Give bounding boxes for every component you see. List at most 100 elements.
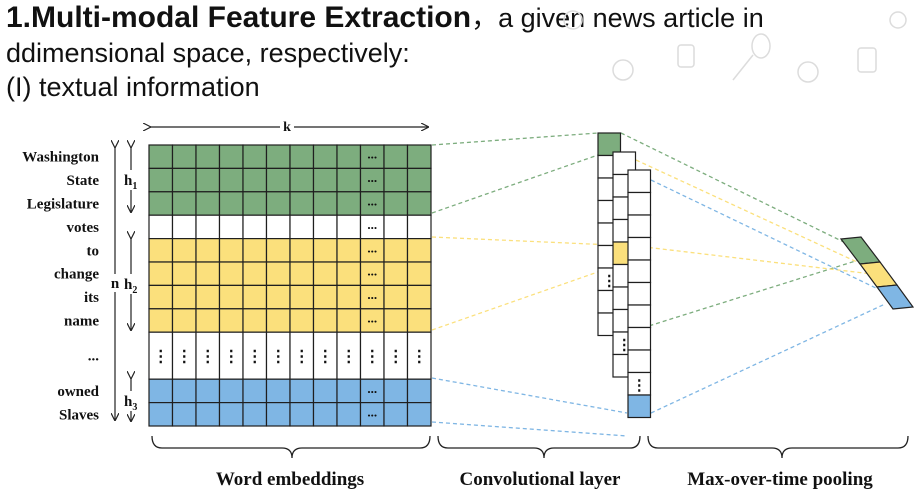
matrix-cell (312, 378, 338, 404)
word-label: votes (67, 220, 100, 236)
matrix-cell (242, 144, 268, 169)
matrix-cell (265, 402, 291, 427)
matrix-cell (265, 144, 291, 169)
matrix-ellipsis: ... (367, 240, 377, 255)
matrix-cell (336, 144, 362, 169)
matrix-cell (336, 402, 362, 427)
matrix-cell (195, 191, 221, 216)
connector-conv-green-to-pool-bottom (635, 257, 866, 331)
k-label: k (283, 120, 291, 135)
matrix-cell (265, 167, 291, 193)
matrix-cell (171, 261, 197, 286)
matrix-cell (218, 284, 244, 310)
matrix-row: ... (148, 144, 432, 169)
matrix-cell (383, 308, 409, 333)
n-label: n (111, 276, 120, 292)
matrix-cell (195, 261, 221, 286)
matrix-cell (289, 261, 315, 286)
feature-cell (627, 191, 652, 216)
matrix-row: ... (148, 308, 432, 333)
connector-lines (431, 132, 886, 437)
matrix-cell (242, 214, 268, 240)
matrix-cell (289, 191, 315, 216)
connector-conv-yellow-to-pool-bottom (627, 244, 873, 275)
matrix-vdots: ⋮ (270, 349, 286, 366)
brace-word-embeddings (151, 435, 431, 459)
matrix-cell (195, 214, 221, 240)
matrix-vdots: ⋮ (176, 349, 192, 366)
matrix-cell (218, 214, 244, 240)
matrix-vdots: ⋮ (153, 349, 169, 366)
feature-cell (627, 349, 652, 374)
matrix-ellipsis: ... (367, 287, 377, 302)
matrix-cell (195, 402, 221, 427)
matrix-ellipsis: ... (367, 264, 377, 279)
heading-line-1: 1.Multi-modal Feature Extraction，a given… (6, 0, 906, 36)
matrix-cell (336, 261, 362, 286)
matrix-cell (195, 284, 221, 310)
matrix-row: ... (148, 402, 432, 427)
matrix-cell (148, 191, 174, 216)
matrix-cell (148, 402, 174, 427)
word-label: State (67, 173, 100, 189)
matrix-cell (406, 214, 432, 240)
matrix-cell (218, 261, 244, 286)
section-braces (151, 435, 909, 459)
label-convolutional-layer: Convolutional layer (460, 469, 622, 490)
matrix-cell (242, 284, 268, 310)
matrix-cell (383, 284, 409, 310)
connector-conv-green-to-pool (620, 132, 861, 251)
word-label: Washington (22, 150, 99, 166)
matrix-ellipsis: ... (367, 311, 377, 326)
matrix-cell (242, 167, 268, 193)
matrix-cell (289, 284, 315, 310)
matrix-row: ... (148, 378, 432, 404)
matrix-cell (171, 378, 197, 404)
feature-cell (627, 236, 652, 261)
matrix-vdots: ⋮ (341, 349, 357, 366)
feature-vdots: ⋮ (632, 378, 647, 394)
connector-blue-to-conv-bottom (431, 421, 628, 437)
matrix-cell (171, 308, 197, 333)
matrix-cell (383, 191, 409, 216)
matrix-cell (195, 238, 221, 263)
matrix-cell (312, 238, 338, 263)
matrix-cell (383, 402, 409, 427)
word-label: change (54, 267, 99, 283)
matrix-cell (171, 167, 197, 193)
matrix-row: ... (148, 214, 432, 240)
word-label: Slaves (59, 407, 99, 423)
matrix-cell (218, 378, 244, 404)
matrix-cell (148, 144, 174, 169)
matrix-cell (148, 238, 174, 263)
matrix-cell (383, 261, 409, 286)
matrix-cell (406, 284, 432, 310)
connector-green-to-conv (431, 132, 599, 146)
matrix-cell (289, 378, 315, 404)
matrix-ellipsis: ... (367, 404, 377, 419)
convolutional-layer: ⋮⋮⋮ (597, 132, 652, 419)
matrix-cell (406, 238, 432, 263)
h3-label: h3 (124, 394, 137, 413)
matrix-cell (406, 378, 432, 404)
word-label: ... (88, 349, 100, 365)
matrix-cell (336, 191, 362, 216)
matrix-vdots: ⋮ (364, 349, 380, 366)
matrix-cell (289, 167, 315, 193)
word-labels: WashingtonStateLegislaturevotestochangei… (22, 150, 99, 424)
matrix-cell (148, 214, 174, 240)
matrix-vdots: ⋮ (294, 349, 310, 366)
matrix-cell (336, 308, 362, 333)
matrix-vdots: ⋮ (388, 349, 404, 366)
heading-title: 1.Multi-modal Feature Extraction (6, 1, 472, 34)
matrix-vdots: ⋮ (223, 349, 239, 366)
matrix-cell (312, 191, 338, 216)
matrix-cell (383, 238, 409, 263)
matrix-cell (265, 191, 291, 216)
matrix-cell (406, 308, 432, 333)
matrix-cell (195, 378, 221, 404)
connector-yellow-to-conv-bottom (431, 266, 613, 331)
heading-line-2: ddimensional space, respectively: (6, 38, 410, 68)
matrix-cell (289, 238, 315, 263)
matrix-row: ... (148, 191, 432, 216)
